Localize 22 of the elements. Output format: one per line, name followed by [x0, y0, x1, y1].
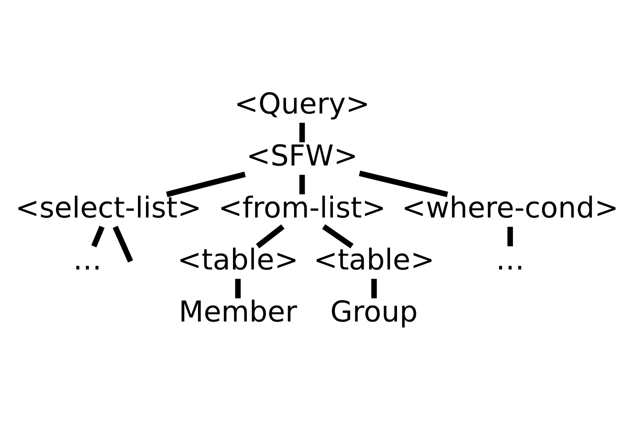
node-text: <table>	[314, 242, 435, 276]
node-text: <table>	[177, 242, 298, 276]
connector	[358, 170, 448, 198]
node-text: Group	[330, 294, 418, 328]
connector	[112, 226, 134, 262]
node-text: Member	[178, 294, 298, 328]
node-text: …	[496, 242, 525, 276]
node-text: <where-cond>	[402, 190, 619, 224]
connector	[166, 172, 246, 198]
node-text: <Query>	[234, 86, 370, 120]
connector	[91, 226, 105, 248]
connector	[322, 224, 354, 248]
node-text: <select-list>	[15, 190, 202, 224]
connector	[299, 122, 305, 142]
connector	[371, 278, 377, 298]
connector	[256, 224, 285, 248]
connector	[299, 174, 305, 194]
connector	[507, 226, 513, 246]
node-text: <SFW>	[246, 138, 358, 172]
node-text: <from-list>	[218, 190, 386, 224]
node-text: …	[73, 242, 102, 276]
connector	[235, 278, 241, 298]
